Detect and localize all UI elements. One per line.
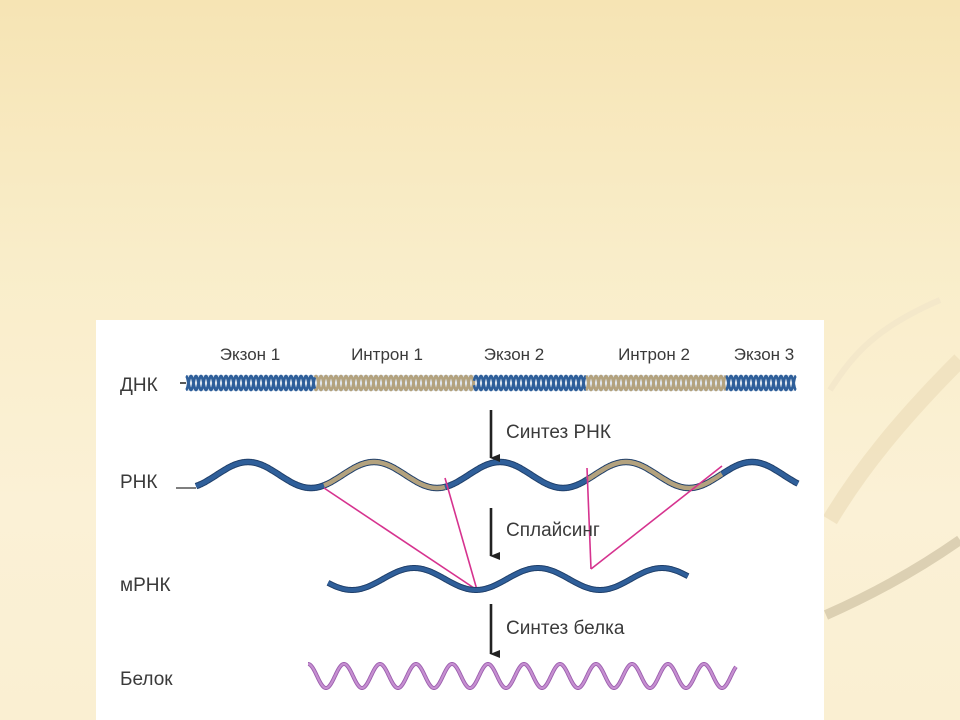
dna-strand-segment — [725, 374, 797, 392]
label-exon-1: Экзон 1 — [220, 345, 280, 364]
step-splicing: Сплайсинг — [506, 520, 600, 541]
dna-strand-segment — [313, 374, 476, 392]
splice-lines — [323, 465, 723, 591]
mrna-ribbon — [327, 566, 689, 592]
rna-segment — [585, 459, 724, 491]
rna-segment — [444, 459, 589, 491]
gene-expression-diagram: Экзон 1 Интрон 1 Экзон 2 Интрон 2 Экзон … — [120, 345, 800, 690]
splice-line — [586, 467, 592, 570]
dna-strand-segment — [472, 374, 587, 392]
row-label-mrna: мРНК — [120, 575, 171, 596]
rna-segment — [720, 459, 800, 486]
dna-strand-segment — [185, 374, 317, 392]
rna-segment — [323, 459, 446, 491]
step-translation: Синтез белка — [506, 618, 625, 639]
label-exon-2: Экзон 2 — [484, 345, 544, 364]
splice-line — [323, 487, 478, 591]
dna-strand-segment — [313, 374, 476, 392]
rna-strand — [176, 458, 800, 492]
rna-segment — [195, 459, 325, 491]
dna-strand-segment — [472, 374, 587, 392]
dna-strand-segment — [585, 374, 727, 392]
splice-line — [590, 465, 723, 570]
mrna-strand — [326, 565, 690, 593]
diagram-panel: Экзон 1 Интрон 1 Экзон 2 Интрон 2 Экзон … — [96, 320, 824, 720]
protein-chain — [307, 662, 738, 690]
label-exon-3: Экзон 3 — [734, 345, 794, 364]
label-intron-1: Интрон 1 — [351, 345, 423, 364]
label-intron-2: Интрон 2 — [618, 345, 690, 364]
protein-wave-line — [308, 662, 737, 690]
row-label-dna: ДНК — [120, 375, 158, 396]
row-label-rna: РНК — [120, 472, 157, 493]
dna-strand-segment — [585, 374, 727, 392]
dna-helix — [180, 374, 797, 392]
dna-strand-segment — [725, 374, 797, 392]
row-label-protein: Белок — [120, 669, 173, 690]
splice-line — [444, 477, 478, 591]
step-transcription: Синтез РНК — [506, 422, 611, 443]
